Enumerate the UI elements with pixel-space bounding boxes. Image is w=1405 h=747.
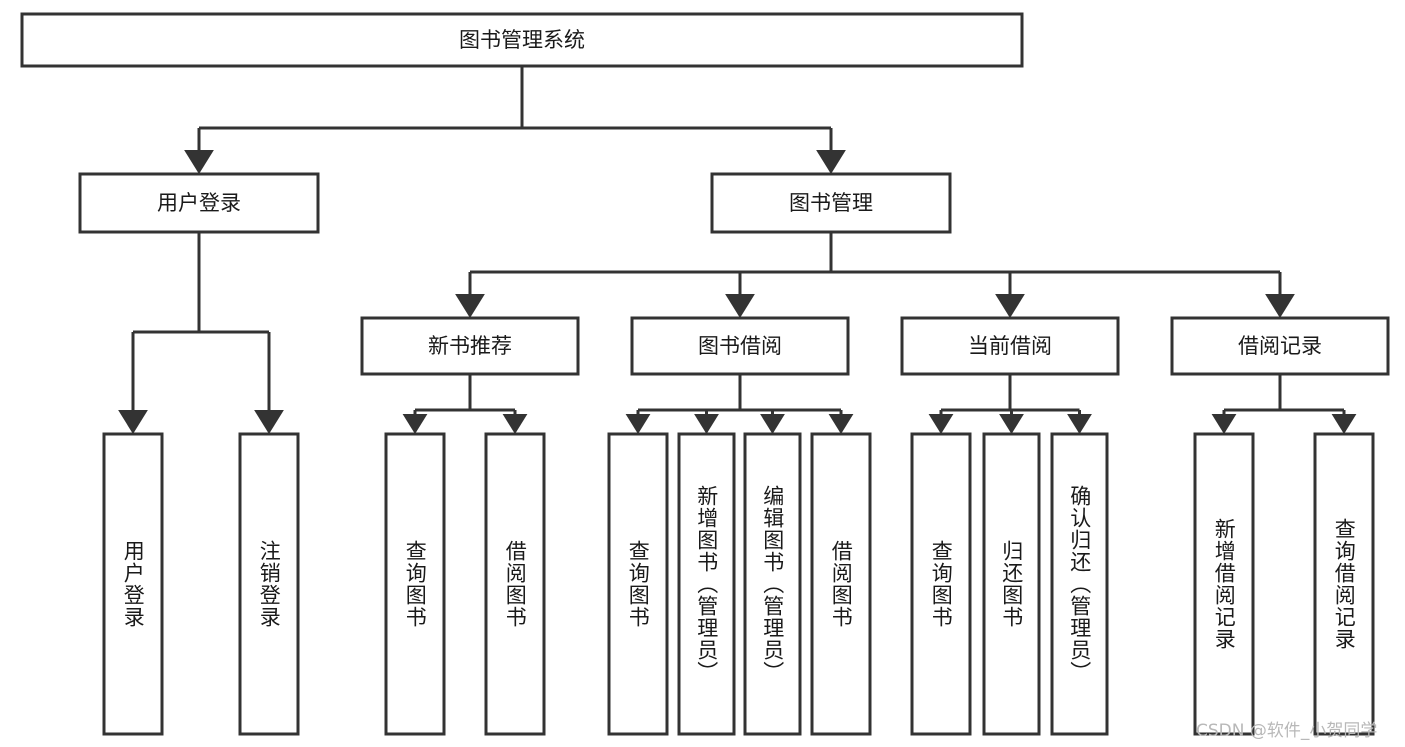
node-box-book-management[interactable] — [710, 172, 952, 234]
arrow-head-icon-leaf-query-book-3 — [928, 414, 954, 434]
arrow-head-icon-leaf-query-book-2 — [625, 414, 651, 434]
node-box-leaf-query-book-3[interactable] — [910, 432, 972, 736]
node-label-user-login: 用户登录 — [157, 191, 241, 215]
node-label-book-borrow: 图书借阅 — [698, 334, 782, 358]
node-box-borrow-record[interactable] — [1170, 316, 1390, 376]
arrow-head-icon-leaf-logout — [254, 410, 284, 434]
node-box-leaf-user-login[interactable] — [102, 432, 164, 736]
node-box-root[interactable] — [20, 12, 1024, 68]
node-box-leaf-query-book-2[interactable] — [607, 432, 669, 736]
arrow-head-icon-user-login — [184, 150, 214, 174]
node-box-leaf-confirm-return[interactable] — [1050, 432, 1109, 736]
node-label-new-book-recommend: 新书推荐 — [428, 334, 512, 358]
node-label-borrow-record: 借阅记录 — [1238, 334, 1322, 358]
arrow-head-icon-leaf-query-record — [1331, 414, 1357, 434]
node-label-book-management: 图书管理 — [789, 191, 873, 215]
arrow-head-icon-leaf-return-book — [999, 414, 1024, 434]
node-box-leaf-edit-book[interactable] — [743, 432, 802, 736]
node-box-book-borrow[interactable] — [630, 316, 850, 376]
node-box-leaf-borrow-book-1[interactable] — [484, 432, 546, 736]
arrow-head-icon-leaf-borrow-book-1 — [502, 414, 528, 434]
arrow-head-icon-leaf-borrow-book-2 — [828, 414, 854, 434]
node-box-leaf-return-book[interactable] — [982, 432, 1041, 736]
node-box-leaf-logout[interactable] — [238, 432, 300, 736]
arrow-head-icon-leaf-query-book-1 — [402, 414, 428, 434]
arrow-head-icon-leaf-add-book — [694, 414, 719, 434]
arrow-head-icon-leaf-edit-book — [760, 414, 785, 434]
arrow-head-icon-leaf-add-record — [1211, 414, 1237, 434]
csdn-watermark: CSDN @软件_小贺同学 — [1196, 721, 1378, 741]
node-label-root: 图书管理系统 — [459, 28, 585, 52]
node-label-current-borrow: 当前借阅 — [968, 334, 1052, 358]
arrow-head-icon-book-management — [816, 150, 846, 174]
arrow-head-icon-current-borrow — [995, 294, 1025, 318]
node-box-leaf-query-record[interactable] — [1313, 432, 1375, 736]
node-box-leaf-query-book-1[interactable] — [384, 432, 446, 736]
arrow-head-icon-borrow-record — [1265, 294, 1295, 318]
node-box-user-login[interactable] — [78, 172, 320, 234]
node-box-current-borrow[interactable] — [900, 316, 1120, 376]
arrow-head-icon-leaf-confirm-return — [1067, 414, 1092, 434]
node-box-new-book-recommend[interactable] — [360, 316, 580, 376]
arrow-head-icon-new-book-recommend — [455, 294, 485, 318]
arrow-head-icon-leaf-user-login — [118, 410, 148, 434]
connector-layer — [118, 66, 1357, 434]
node-box-layer — [20, 12, 1390, 736]
arrow-head-icon-book-borrow — [725, 294, 755, 318]
node-box-leaf-borrow-book-2[interactable] — [810, 432, 872, 736]
node-box-leaf-add-record[interactable] — [1193, 432, 1255, 736]
node-box-leaf-add-book[interactable] — [677, 432, 736, 736]
